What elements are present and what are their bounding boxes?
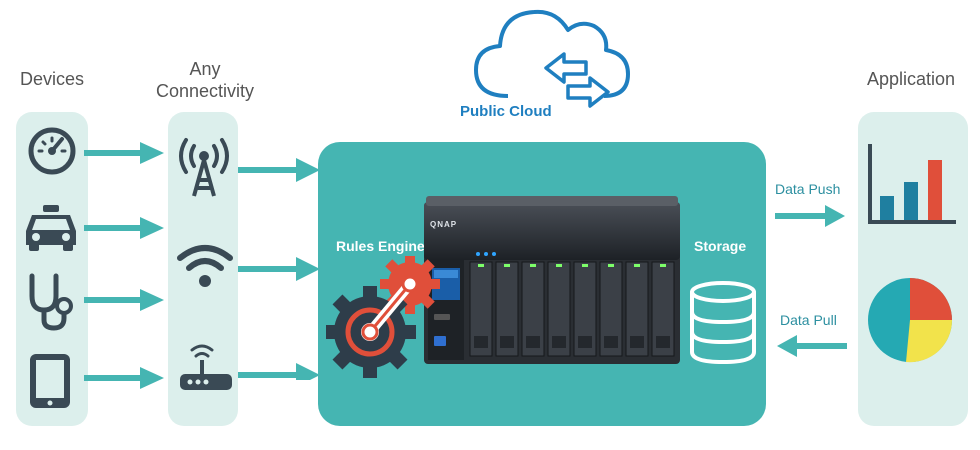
drive-handle	[500, 336, 514, 348]
bar-chart-icon	[868, 144, 956, 224]
drive-handle	[656, 336, 670, 348]
devices-title: Devices	[19, 69, 85, 89]
drive-bay	[599, 261, 623, 357]
data-pull-arrow	[777, 335, 847, 357]
drive-led	[530, 264, 536, 267]
database-icon	[690, 281, 756, 365]
drive-led	[478, 264, 484, 267]
drive-handle	[526, 336, 540, 348]
wifi-icon	[177, 245, 233, 287]
storage-label: Storage	[694, 238, 747, 254]
data-push-label: Data Push	[775, 181, 841, 197]
drive-bay	[651, 261, 675, 357]
drive-bay	[625, 261, 649, 357]
drive-handle	[630, 336, 644, 348]
stethoscope-icon	[29, 273, 73, 331]
gears-icon	[326, 256, 440, 378]
nas-brand-text: QNAP	[430, 220, 458, 229]
car-icon	[26, 205, 76, 251]
drive-led	[556, 264, 562, 267]
router-icon	[180, 344, 232, 390]
speedometer-icon	[28, 127, 76, 175]
cloud-icon	[474, 9, 630, 108]
drive-led	[582, 264, 588, 267]
tablet-icon	[30, 354, 70, 408]
drive-led	[608, 264, 614, 267]
data-push-arrow	[775, 205, 845, 227]
data-pull-label: Data Pull	[780, 312, 837, 328]
rules-engine-label: Rules Engine	[336, 238, 425, 254]
device-to-connectivity-arrows	[84, 142, 164, 389]
drive-bay	[469, 261, 493, 357]
cell-tower-icon	[179, 138, 229, 197]
connectivity-title: Any Connectivity	[155, 59, 255, 101]
pie-chart-icon	[868, 278, 953, 363]
application-title: Application	[866, 69, 956, 89]
drive-handle	[578, 336, 592, 348]
cloud-label: Public Cloud	[460, 103, 552, 120]
connectivity-to-hub-arrows	[238, 158, 320, 380]
drive-bay	[495, 261, 519, 357]
drive-handle	[552, 336, 566, 348]
drive-bay	[573, 261, 597, 357]
application-panel	[858, 112, 968, 426]
drive-bay	[547, 261, 571, 357]
drive-handle	[604, 336, 618, 348]
drive-led	[504, 264, 510, 267]
drive-led	[660, 264, 666, 267]
drive-bay	[521, 261, 545, 357]
nas-device-image	[424, 196, 680, 364]
drive-led	[634, 264, 640, 267]
drive-handle	[474, 336, 488, 348]
